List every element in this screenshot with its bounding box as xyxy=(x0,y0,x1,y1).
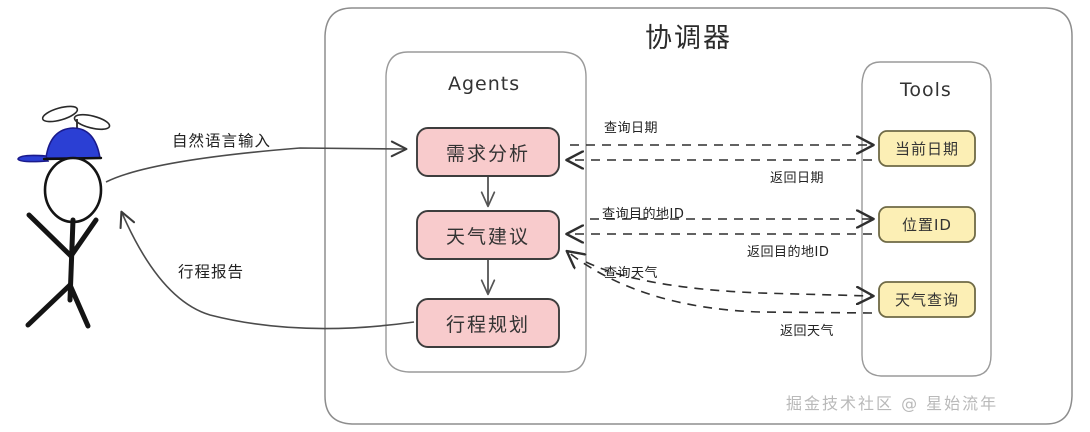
arm-left xyxy=(26,212,74,259)
connection-label-query-destination-id: 查询目的地ID xyxy=(602,207,685,222)
flow-label-report: 行程报告 xyxy=(178,263,245,281)
connection-label-query-date: 查询日期 xyxy=(604,121,659,136)
connection-label-return-destination-id: 返回目的地ID xyxy=(747,245,830,260)
head xyxy=(43,156,103,224)
leg-right xyxy=(67,282,91,329)
page-title: 协调器 xyxy=(645,23,732,54)
coordinator-container xyxy=(324,7,1073,425)
agent-node-3-shape[interactable] xyxy=(416,298,560,348)
watermark: 掘金技术社区 @ 星始流年 xyxy=(786,394,999,413)
cap-icon xyxy=(17,127,103,163)
agent-node-2-shape[interactable] xyxy=(416,210,560,260)
tool-node-2-shape[interactable] xyxy=(878,206,976,243)
tools-group-title: Tools xyxy=(900,79,952,101)
flow-arrow-input xyxy=(105,140,408,183)
connection-label-query-weather: 查询天气 xyxy=(604,266,659,281)
arm-right xyxy=(68,217,99,259)
connection-label-return-date: 返回日期 xyxy=(770,171,825,186)
tool-node-3-shape[interactable] xyxy=(878,281,976,318)
connection-return-weather xyxy=(568,252,873,314)
flow-arrow-report xyxy=(119,210,415,330)
stick-figure-user xyxy=(17,105,111,329)
connection-label-return-weather: 返回天气 xyxy=(780,324,835,339)
leg-left xyxy=(25,282,73,328)
agents-group-title: Agents xyxy=(448,73,521,95)
flow-label-input: 自然语言输入 xyxy=(172,132,272,150)
connection-query-weather xyxy=(585,261,872,296)
agent-node-1-shape[interactable] xyxy=(416,127,560,177)
tool-node-1-shape[interactable] xyxy=(878,130,976,167)
